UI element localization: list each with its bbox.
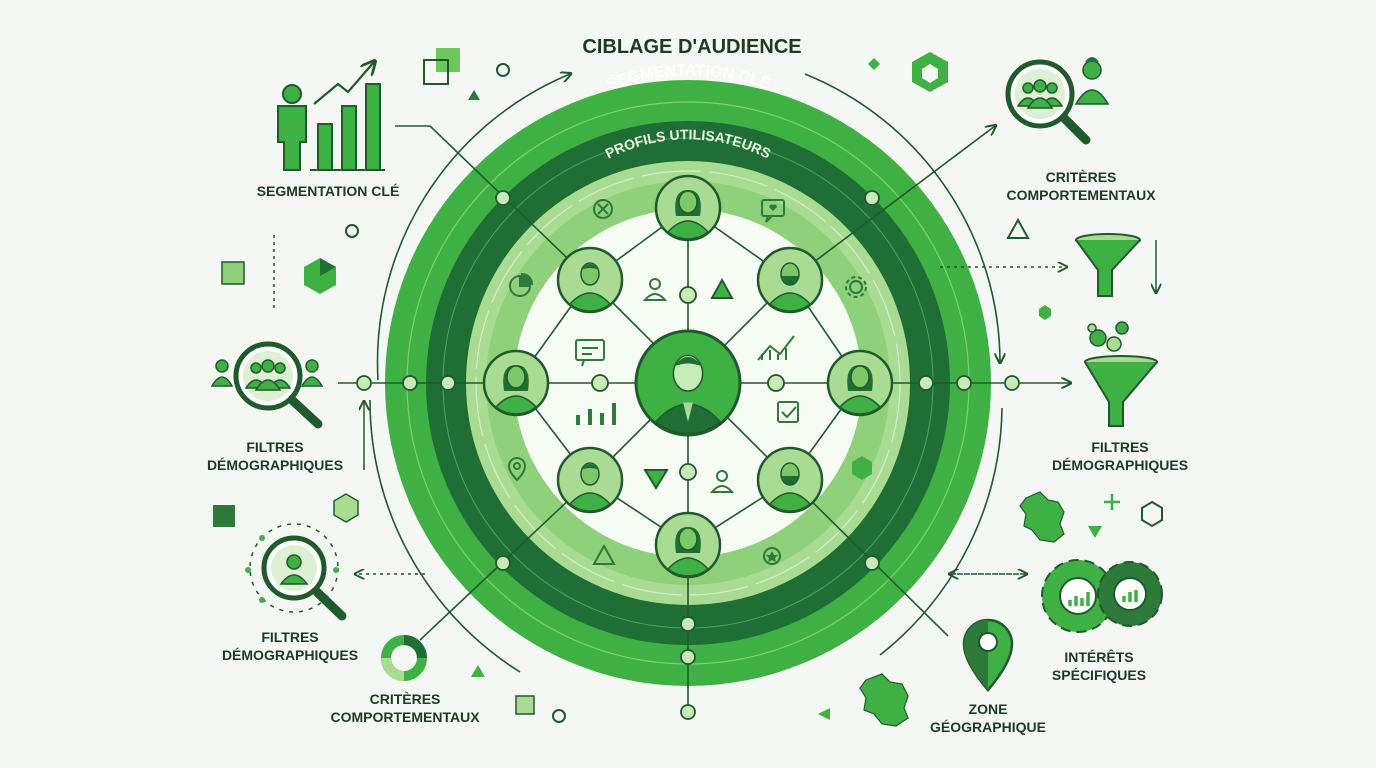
label-low-right-line1: INTÉRÊTS [1064,649,1134,665]
down-triangle-icon [643,469,669,490]
label-mid-left: FILTRES DÉMOGRAPHIQUES [207,438,343,474]
group-icon [709,470,735,493]
label-mid-right-line1: FILTRES [1091,439,1149,455]
magnifier-group-icon [210,341,324,429]
diagram-title: CIBLAGE D'AUDIENCE [582,36,802,58]
growth-chart-icon [757,335,795,361]
label-low-left: FILTRES DÉMOGRAPHIQUES [222,628,358,664]
label-mid-right-line2: DÉMOGRAPHIQUES [1051,457,1189,473]
label-top-right-line1: CRITÈRES [1045,169,1117,185]
person-magnifier-icon [1005,57,1110,145]
label-top-right: CRITÈRES COMPORTEMENTAUX [1006,168,1155,204]
avatar-icon [756,446,824,514]
star-badge-icon [763,547,781,565]
avatars [482,174,894,579]
avatar-icon [826,349,894,417]
avatar-icon [482,349,550,417]
label-bottom-right-line2: GÉOGRAPHIQUE [930,719,1046,735]
inner-glyphs [507,199,867,565]
label-mid-right: FILTRES DÉMOGRAPHIQUES [1052,438,1188,474]
avatar-icon [654,174,722,242]
gears-chart-icon [1041,559,1163,633]
location-pin-icon [962,618,1014,692]
outer-arcs [369,74,1002,673]
avatar-icon [756,246,824,314]
avatar-icon [556,246,624,314]
funnel-icon [1075,233,1141,297]
dashed-connectors [273,235,1066,574]
label-mid-left-line2: DÉMOGRAPHIQUES [206,457,344,473]
label-low-left-line1: FILTRES [261,629,319,645]
avatar-icon [654,511,722,579]
label-top-left-text: SEGMENTATION CLÉ [256,183,400,199]
check-box-icon [777,401,799,423]
person-bar-chart-icon [277,62,385,171]
label-bottom-left: CRITÈRES COMPORTEMENTAUX [330,690,479,726]
pin-icon [507,457,527,482]
central-avatar-icon [634,329,742,437]
avatar-icon [556,446,624,514]
label-low-right-line2: SPÉCIFIQUES [1051,667,1147,683]
label-bottom-left-line1: CRITÈRES [369,691,441,707]
label-mid-left-line1: FILTRES [246,439,304,455]
user-icon [642,278,668,301]
chat-heart-icon [761,199,785,223]
magnifier-person-icon [245,523,347,621]
bar-chart-icon [576,403,616,425]
label-low-right: INTÉRÊTS SPÉCIFIQUES [1052,648,1146,684]
triangle-icon [710,277,734,299]
decorations [213,48,1163,723]
donut-chart-icon [381,635,427,681]
chat-icon [575,339,605,367]
junction-dots [356,190,1020,720]
france-map-icon [859,491,1065,727]
close-circle-icon [593,199,613,219]
label-bottom-right: ZONE GÉOGRAPHIQUE [930,700,1046,736]
funnel-bubbles-icon [1084,321,1158,427]
label-bottom-right-line1: ZONE [968,701,1008,717]
pie-icon [509,272,534,297]
label-top-left: SEGMENTATION CLÉ [257,182,400,200]
triangle-outline-icon [592,543,616,565]
label-bottom-left-line2: COMPORTEMENTAUX [330,709,480,725]
label-top-right-line2: COMPORTEMENTAUX [1006,187,1156,203]
gear-icon [845,276,867,298]
label-low-left-line2: DÉMOGRAPHIQUES [221,647,359,663]
